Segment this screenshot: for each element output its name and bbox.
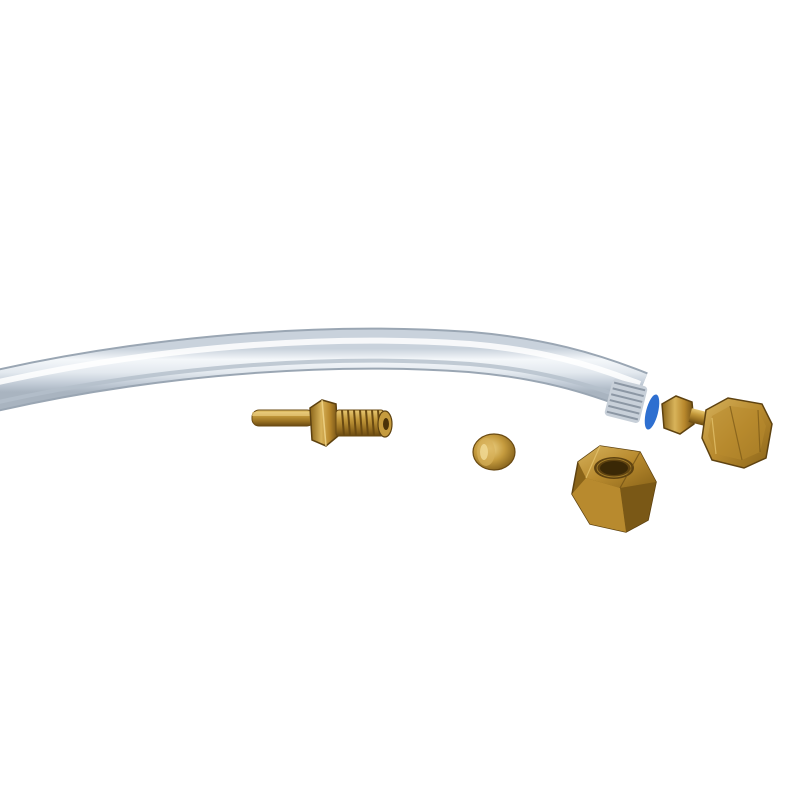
clear-plastic-tubing xyxy=(0,327,660,430)
brass-ferrule-olive xyxy=(472,433,516,471)
tube-inner-threads xyxy=(604,379,648,423)
brass-compression-fitting-assembly xyxy=(661,395,773,469)
blue-ring xyxy=(644,394,660,430)
brass-threaded-nipple xyxy=(251,399,393,447)
brass-compression-nut xyxy=(571,445,657,533)
